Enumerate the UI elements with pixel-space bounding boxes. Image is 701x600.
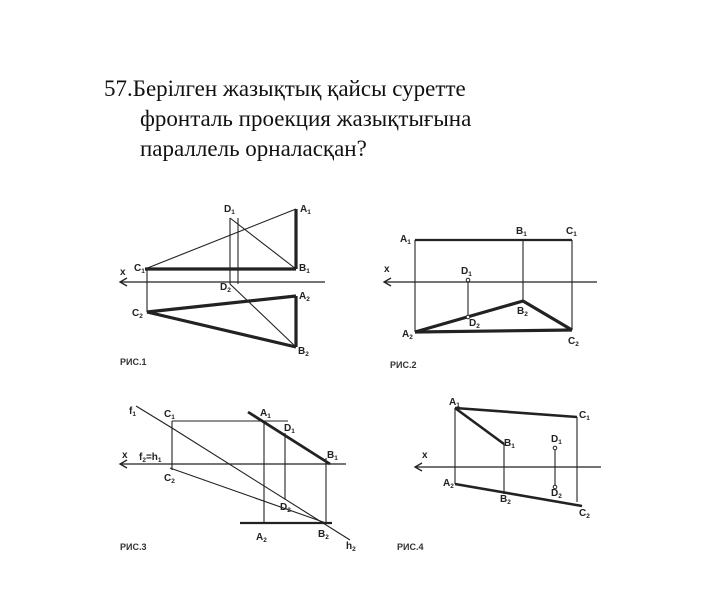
edge-C1-A1	[144, 208, 297, 270]
label-h2: h2	[346, 541, 356, 553]
label-D2: D2	[220, 282, 231, 294]
label-A1: A1	[449, 397, 460, 409]
x-axis-arrow	[413, 462, 423, 472]
label-C2: C2	[132, 308, 143, 320]
figure-1: x D1 A1 C1 B1 D2 A2 C2 B2 РИС.1	[118, 204, 325, 367]
edge-A1-B1	[247, 410, 331, 466]
label-C1: C1	[134, 263, 145, 275]
label-D1: D1	[224, 204, 235, 216]
label-B1: B1	[299, 263, 310, 275]
line-f1	[135, 405, 173, 429]
label-A2: A2	[299, 291, 310, 303]
figure-4-caption: РИС.4	[397, 542, 423, 552]
edge-B2-C2	[522, 299, 573, 332]
edge-C2-B2	[169, 467, 327, 524]
figure-2-caption: РИС.2	[390, 360, 416, 370]
label-B2: B2	[517, 306, 528, 318]
edge-D2-B2	[229, 283, 297, 348]
figure-3-caption: РИС.3	[120, 542, 146, 552]
label-A2: A2	[256, 532, 267, 544]
edge-A1-B1	[454, 406, 505, 446]
edge-A2-C2	[414, 328, 573, 334]
figure-4: x A1 C1 B1 D1 A2 B2 D2 C2 РИС.4	[397, 397, 601, 552]
label-B2: B2	[298, 346, 309, 358]
point-D2	[465, 314, 471, 320]
line-h2	[171, 427, 351, 541]
label-A2: A2	[443, 478, 454, 490]
point-D1	[465, 277, 471, 283]
x-axis-label: x	[422, 450, 428, 461]
label-C2: C2	[579, 508, 590, 520]
label-A1: A1	[300, 204, 311, 216]
edge-A2-C2	[454, 482, 583, 508]
label-B1: B1	[516, 226, 527, 238]
label-C2: C2	[164, 473, 175, 485]
label-C1: C1	[164, 409, 175, 421]
question-number: 57.	[104, 76, 133, 101]
x-axis-label: x	[120, 267, 126, 278]
figure-1-caption: РИС.1	[120, 357, 146, 367]
label-C2: C2	[568, 336, 579, 348]
figure-2: x A1 B1 C1 D1 D2 B2 A2 C2 РИС.2	[382, 226, 597, 370]
label-D1: D1	[461, 266, 472, 278]
label-B1: B1	[504, 438, 515, 450]
question-text: 57.Берілген жазықтық қайсы суретте фронт…	[104, 74, 664, 164]
figure-3: x f1 C1 A1 D1 B1 f2=h1 C2 D2 A2 B2 h2 РИ…	[118, 405, 356, 553]
x-axis-arrow	[118, 459, 128, 469]
question-line-2: фронталь проекция жазықтығына	[140, 106, 472, 131]
label-A2: A2	[402, 329, 413, 341]
edge-C2-B2	[146, 310, 297, 349]
x-axis-label: x	[122, 450, 128, 461]
x-axis-arrow	[382, 277, 392, 287]
label-D2: D2	[469, 318, 480, 330]
edge-A1-C1	[454, 406, 578, 419]
point-D1	[552, 445, 558, 451]
label-C1: C1	[566, 226, 577, 238]
label-B2: B2	[500, 494, 511, 506]
label-f1: f1	[129, 406, 136, 418]
label-B1: B1	[327, 450, 338, 462]
edge-C2-A2	[146, 294, 297, 314]
label-B2: B2	[318, 529, 329, 541]
label-D1: D1	[551, 434, 562, 446]
label-D2: D2	[551, 488, 562, 500]
label-A1: A1	[400, 234, 411, 246]
question-line-3: параллель орналасқан?	[140, 136, 367, 161]
edge-D1-B1	[229, 217, 297, 270]
label-A1: A1	[260, 408, 271, 420]
point-D2	[552, 484, 558, 490]
question-line-1: 57.Берілген жазықтық қайсы суретте	[104, 76, 466, 101]
label-f2-h1: f2=h1	[139, 452, 162, 464]
label-D2: D2	[280, 502, 291, 514]
x-axis-arrow	[118, 277, 128, 287]
label-D1: D1	[284, 423, 295, 435]
label-C1: C1	[579, 410, 590, 422]
x-axis-label: x	[384, 264, 390, 275]
